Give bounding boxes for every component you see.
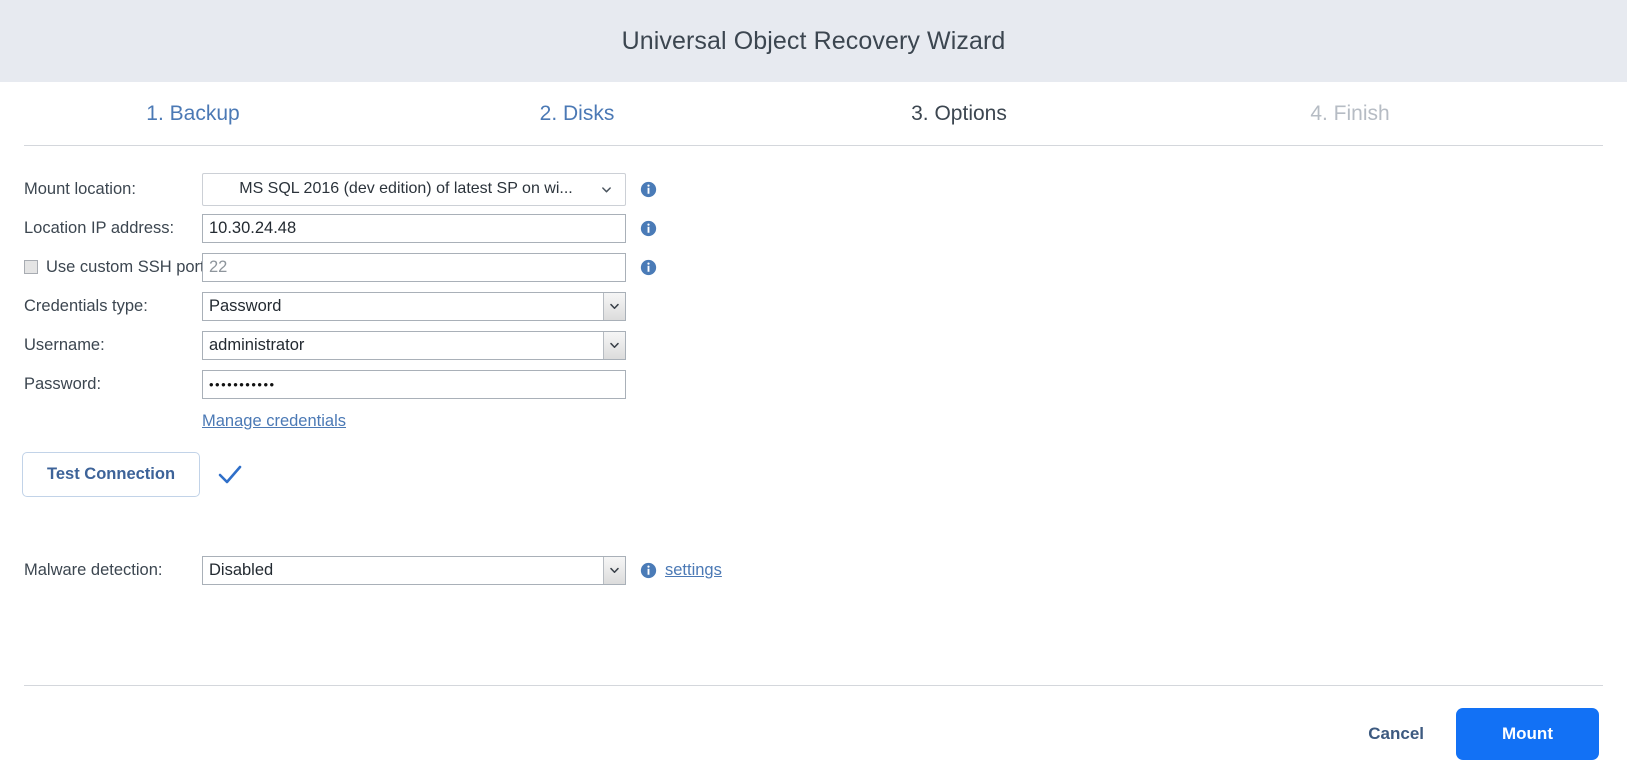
credentials-type-dropdown-button[interactable] (603, 292, 625, 320)
caret-down-icon (610, 567, 619, 573)
manage-credentials-row: Manage credentials (0, 406, 1627, 436)
credentials-type-value: Password (209, 296, 282, 315)
footer-divider (24, 685, 1603, 686)
location-ip-value: 10.30.24.48 (209, 218, 297, 237)
password-input[interactable]: ••••••••••• (202, 369, 626, 399)
malware-detection-label: Malware detection: (24, 560, 163, 579)
use-custom-ssh-port-checkbox[interactable] (24, 260, 38, 274)
step-options[interactable]: 3. Options (911, 101, 1007, 125)
caret-down-icon (610, 342, 619, 348)
password-value: ••••••••••• (209, 376, 276, 392)
username-dropdown-button[interactable] (603, 331, 625, 359)
malware-settings-link[interactable]: settings (665, 560, 722, 579)
malware-detection-dropdown-button[interactable] (603, 556, 625, 584)
mount-location-row: Mount location: MS SQL 2016 (dev edition… (0, 172, 1627, 206)
wizard-footer: Cancel Mount (0, 686, 1627, 781)
header-divider (24, 145, 1603, 146)
info-icon[interactable] (640, 562, 657, 579)
info-icon[interactable] (640, 220, 657, 237)
options-form: Mount location: MS SQL 2016 (dev edition… (0, 146, 1627, 587)
malware-detection-value: Disabled (209, 560, 274, 579)
window-title: Universal Object Recovery Wizard (621, 26, 1006, 55)
credentials-type-label: Credentials type: (24, 296, 148, 315)
ssh-port-row: Use custom SSH port: 22 (0, 250, 1627, 284)
cancel-button[interactable]: Cancel (1364, 716, 1428, 752)
manage-credentials-link[interactable]: Manage credentials (202, 411, 347, 430)
chevron-down-icon (602, 187, 611, 193)
ssh-port-placeholder: 22 (209, 257, 228, 276)
step-finish: 4. Finish (1310, 101, 1390, 125)
username-label: Username: (24, 335, 105, 354)
info-icon[interactable] (640, 259, 657, 276)
ssh-port-label-group: Use custom SSH port: (0, 258, 209, 277)
wizard-step-nav: 1. Backup 2. Disks 3. Options 4. Finish (0, 82, 1627, 145)
username-row: Username: administrator (0, 328, 1627, 362)
username-value: administrator (209, 335, 305, 354)
password-row: Password: ••••••••••• (0, 367, 1627, 401)
credentials-type-row: Credentials type: Password (0, 289, 1627, 323)
location-ip-label: Location IP address: (24, 218, 175, 237)
username-select[interactable]: administrator (202, 330, 626, 360)
info-icon[interactable] (640, 181, 657, 198)
wizard-titlebar: Universal Object Recovery Wizard (0, 0, 1627, 82)
test-connection-button[interactable]: Test Connection (22, 452, 201, 497)
password-label: Password: (24, 374, 102, 393)
mount-location-value: MS SQL 2016 (dev edition) of latest SP o… (239, 180, 573, 197)
test-connection-row: Test Connection (0, 452, 1627, 497)
success-check-icon (218, 465, 242, 483)
caret-down-icon (610, 303, 619, 309)
location-ip-row: Location IP address: 10.30.24.48 (0, 211, 1627, 245)
mount-location-label: Mount location: (24, 179, 136, 198)
ssh-port-input[interactable]: 22 (202, 252, 626, 282)
step-backup[interactable]: 1. Backup (146, 101, 240, 125)
malware-detection-select[interactable]: Disabled (202, 555, 626, 585)
ssh-port-label: Use custom SSH port: (46, 257, 210, 276)
step-disks[interactable]: 2. Disks (539, 101, 615, 125)
location-ip-input[interactable]: 10.30.24.48 (202, 213, 626, 243)
mount-location-dropdown[interactable]: MS SQL 2016 (dev edition) of latest SP o… (202, 172, 626, 206)
mount-button[interactable]: Mount (1456, 707, 1599, 760)
credentials-type-select[interactable]: Password (202, 291, 626, 321)
malware-detection-row: Malware detection: Disabled settings (0, 553, 1627, 587)
